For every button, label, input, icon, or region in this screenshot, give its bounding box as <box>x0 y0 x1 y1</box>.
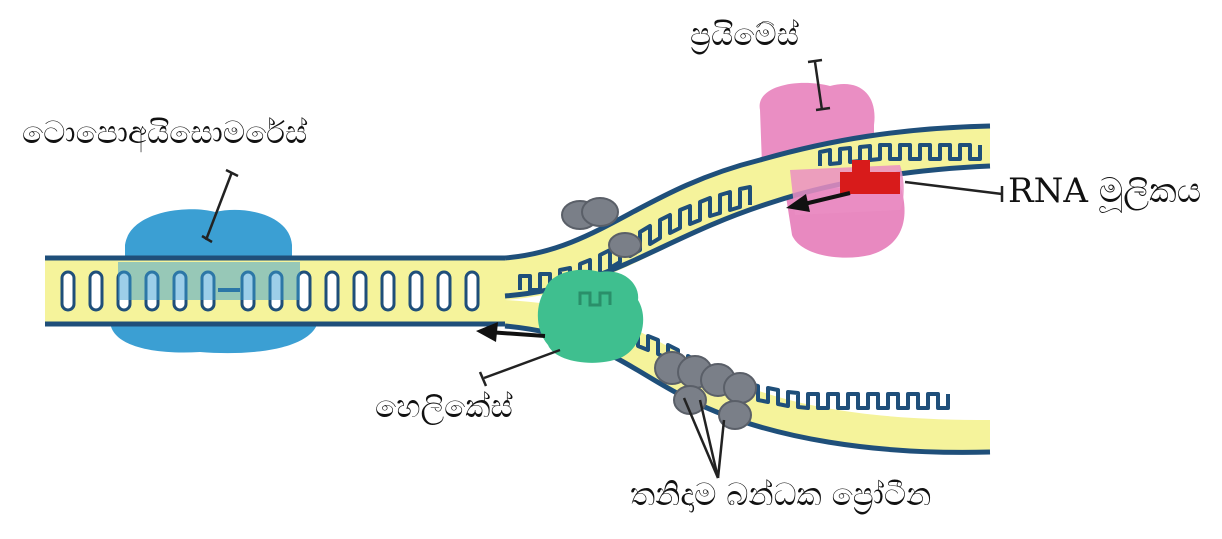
ssb-proteins-label: තනිදාම බන්ධක ප්‍රෝටීන <box>630 480 931 511</box>
topoisomerase-label: ටොපොඅයිසොමරේස් <box>22 118 307 149</box>
topoisomerase-front <box>118 262 300 300</box>
primase-label: ප්‍රයිමේස් <box>690 20 799 51</box>
helicase-enzyme <box>538 270 643 363</box>
helicase-label: හෙලිකේස් <box>375 392 513 423</box>
rna-primer-label: RNA මූලිකය <box>1008 174 1201 208</box>
